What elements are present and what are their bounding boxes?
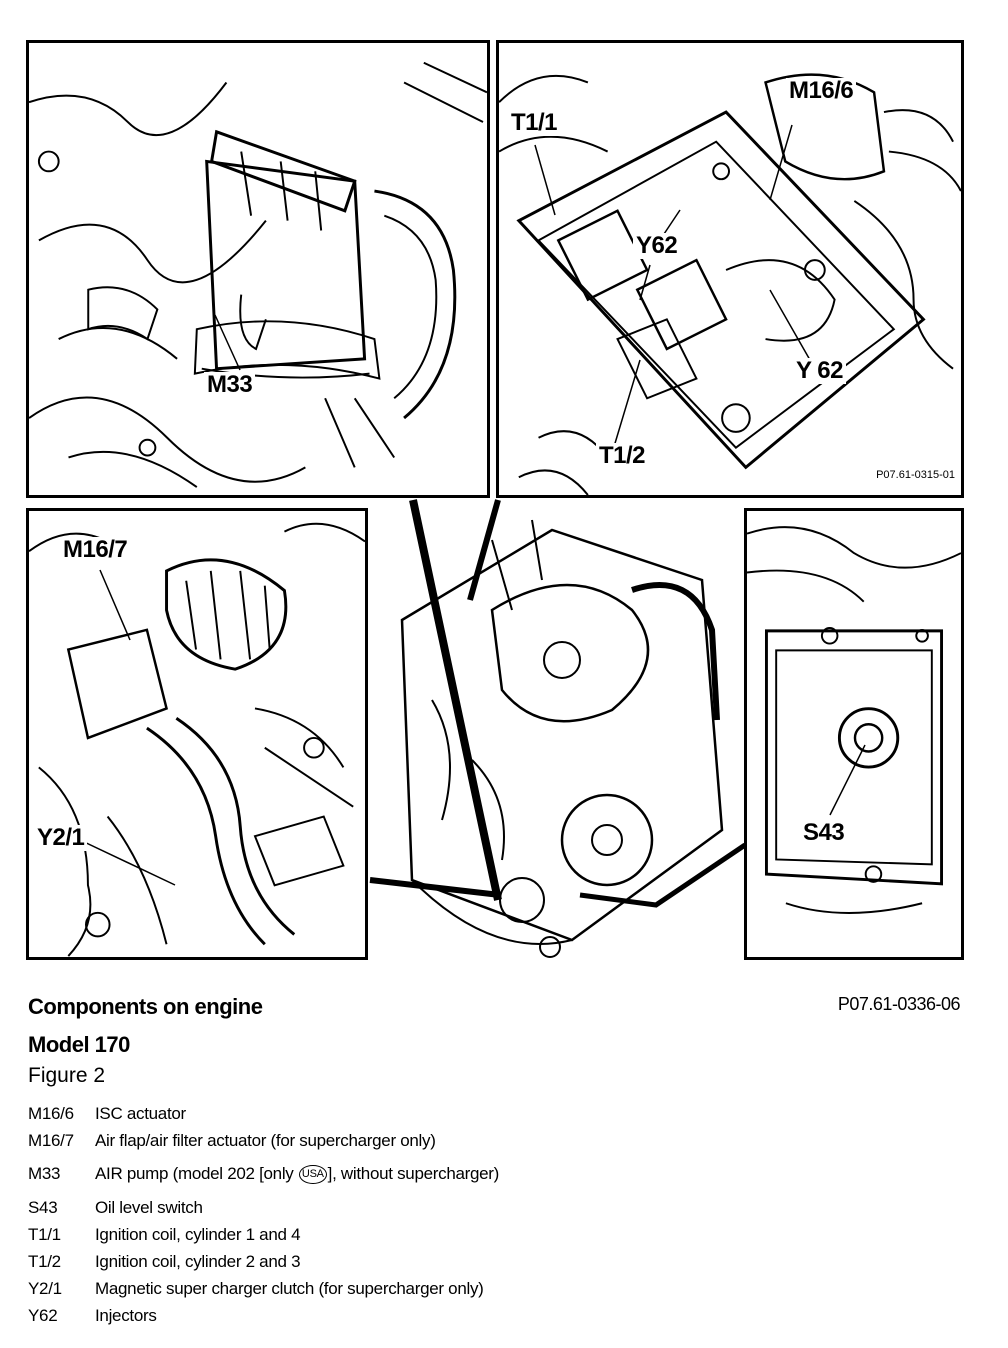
legend-code: M33 (28, 1164, 61, 1183)
oil-level-switch-detail-panel (744, 508, 964, 960)
legend-description: AIR pump (model 202 [only USA], without … (95, 1164, 499, 1184)
legend-row: M33 AIR pump (model 202 [only USA], with… (28, 1154, 499, 1194)
legend-description: Oil level switch (95, 1197, 203, 1217)
inner-reference-code: P07.61-0315-01 (876, 469, 955, 481)
legend-description: Ignition coil, cylinder 1 and 4 (95, 1224, 301, 1244)
legend-row: S43 Oil level switch (28, 1194, 499, 1221)
legend-description-start: AIR pump (model 202 [only (95, 1163, 298, 1183)
engine-overview-illustration (400, 519, 724, 958)
air-pump-detail-panel (26, 40, 490, 498)
callout-m16-6: M16/6 (786, 78, 857, 104)
callout-s43: S43 (800, 820, 848, 846)
callout-t1-1: T1/1 (508, 110, 561, 136)
engine-overview-panel (372, 500, 744, 978)
component-legend: M16/6 ISC actuator M16/7 Air flap/air fi… (28, 1100, 499, 1329)
legend-row: T1/1 Ignition coil, cylinder 1 and 4 (28, 1221, 499, 1248)
legend-code: Y62 (28, 1305, 58, 1325)
usa-badge-icon: USA (298, 1165, 327, 1184)
legend-row: Y62 Injectors (28, 1302, 499, 1329)
oil-level-switch-illustration (747, 526, 961, 914)
ignition-coil-detail-panel: P07.61-0315-01 (496, 40, 964, 498)
legend-description: ISC actuator (95, 1103, 186, 1123)
ignition-coil-illustration (499, 73, 961, 495)
caption-figure-number: Figure 2 (28, 1064, 106, 1087)
legend-description: Magnetic super charger clutch (for super… (95, 1278, 484, 1298)
legend-description: Ignition coil, cylinder 2 and 3 (95, 1251, 301, 1271)
legend-row: M16/6 ISC actuator (28, 1100, 499, 1127)
air-flap-detail-panel (26, 508, 368, 960)
callout-y62-upper: Y62 (633, 233, 681, 259)
caption-model: Model 170 (28, 1032, 130, 1057)
air-flap-illustration (29, 522, 365, 957)
air-pump-illustration (29, 61, 487, 488)
callout-m16-7: M16/7 (60, 537, 131, 563)
legend-row: Y2/1 Magnetic super charger clutch (for … (28, 1275, 499, 1302)
legend-description: Air flap/air filter actuator (for superc… (95, 1130, 436, 1150)
legend-code: Y2/1 (28, 1278, 62, 1298)
legend-row: M16/7 Air flap/air filter actuator (for … (28, 1127, 499, 1154)
legend-code: S43 (28, 1197, 58, 1217)
callout-t1-2: T1/2 (596, 443, 649, 469)
legend-description: Injectors (95, 1305, 157, 1325)
legend-code: M16/7 (28, 1130, 74, 1150)
legend-code: M16/6 (28, 1103, 74, 1123)
callout-y62-lower: Y 62 (793, 358, 846, 384)
legend-description-end: ], without supercharger) (327, 1163, 500, 1183)
legend-row: T1/2 Ignition coil, cylinder 2 and 3 (28, 1248, 499, 1275)
callout-y2-1: Y2/1 (34, 825, 88, 851)
legend-code: T1/1 (28, 1224, 61, 1244)
legend-code: T1/2 (28, 1251, 61, 1271)
callout-m33: M33 (204, 372, 256, 398)
figure-reference-code: P07.61-0336-06 (837, 994, 961, 1014)
caption-title: Components on engine (28, 994, 263, 1019)
